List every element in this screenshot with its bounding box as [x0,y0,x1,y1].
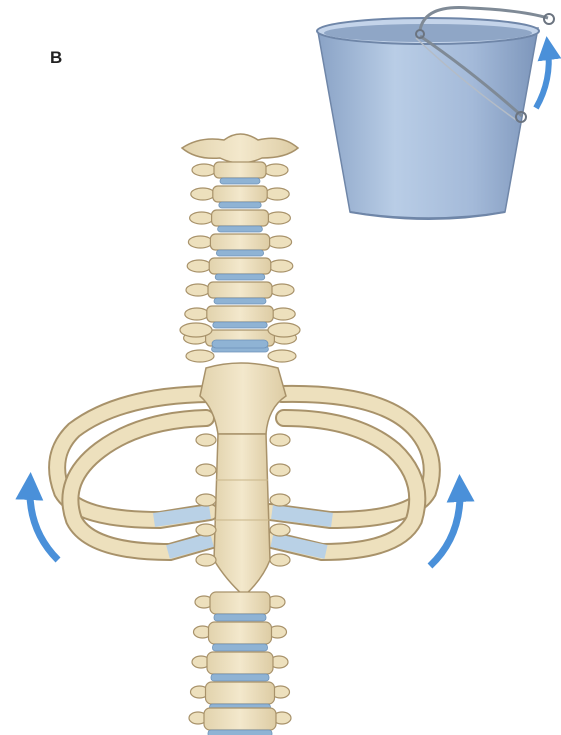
intervertebral-disc [218,226,263,232]
handle-pivot-raised [544,14,554,24]
left-rib-elevation-arrow [30,486,58,560]
vertebra [194,622,287,651]
transverse-process [268,323,300,337]
vertebra [188,234,291,256]
lower-vertebrae [189,592,291,735]
intervertebral-disc [215,274,265,280]
transverse-process [270,554,290,566]
intervertebral-disc [212,340,268,348]
transverse-process [196,464,216,476]
intervertebral-disc [216,250,263,256]
transverse-process [270,434,290,446]
vertebra [192,162,288,184]
intervertebral-disc [219,202,261,208]
vertebra [191,682,290,711]
transverse-process [270,524,290,536]
intervertebral-disc [214,614,266,621]
vertebra [189,708,291,735]
transverse-process [196,554,216,566]
intervertebral-disc [213,322,267,328]
transverse-process [270,494,290,506]
bucket-lift-arrow [536,48,549,108]
vertebral-column [180,134,300,735]
right-costal-cartilage-upper [272,512,332,520]
bucket [317,7,554,219]
transverse-process [270,464,290,476]
cervical-vertebrae [180,162,300,362]
vertebra [195,592,285,621]
intervertebral-disc [208,730,272,735]
sternum-body [214,434,270,596]
left-costal-cartilage-upper [154,512,210,520]
intervertebral-disc [214,298,266,304]
transverse-process [268,350,296,362]
transverse-process [180,323,212,337]
transverse-process [196,524,216,536]
transverse-process [196,434,216,446]
transverse-process [186,350,214,362]
vertebra [190,210,291,232]
bucket-body [318,28,538,218]
vertebra [192,652,288,681]
intervertebral-disc [211,674,269,681]
atlas [182,134,298,163]
vertebra [186,282,294,304]
intervertebral-disc [213,644,268,651]
vertebra [187,258,293,280]
intervertebral-disc [220,178,260,184]
vertebra [191,186,289,208]
transverse-process [196,494,216,506]
right-rib-elevation-arrow [430,488,460,566]
